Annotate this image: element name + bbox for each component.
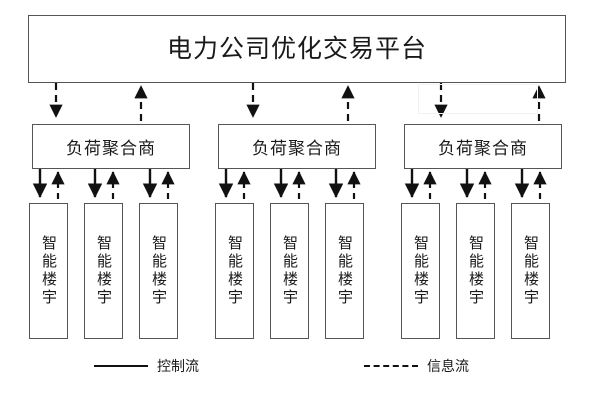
building-label-2: 智能楼宇 [150,235,168,307]
building-label-8: 智能楼宇 [522,235,540,307]
building-label-0: 智能楼宇 [40,235,58,307]
dashed-line-icon [364,365,418,367]
aggregator-label-2: 负荷聚合商 [438,139,528,159]
building-label-6: 智能楼宇 [412,235,430,307]
building-label-7: 智能楼宇 [467,235,485,307]
building-box-0[interactable]: 智能楼宇 [29,203,68,339]
aggregator-box-0[interactable]: 负荷聚合商 [32,124,190,169]
aggregator-label-0: 负荷聚合商 [66,139,156,159]
building-box-7[interactable]: 智能楼宇 [456,203,495,339]
legend-label-control-flow: 控制流 [157,359,199,375]
building-box-8[interactable]: 智能楼宇 [511,203,550,339]
building-box-5[interactable]: 智能楼宇 [325,203,364,339]
platform-box[interactable]: 电力公司优化交易平台 [28,15,566,83]
aggregator-box-2[interactable]: 负荷聚合商 [404,124,562,169]
building-label-4: 智能楼宇 [281,235,299,307]
legend: 控制流 信息流 [0,356,600,386]
building-box-2[interactable]: 智能楼宇 [139,203,178,339]
aggregator-box-1[interactable]: 负荷聚合商 [218,124,376,169]
building-box-6[interactable]: 智能楼宇 [401,203,440,339]
legend-item-control-flow: 控制流 [94,356,199,376]
building-label-3: 智能楼宇 [226,235,244,307]
platform-label: 电力公司优化交易平台 [166,34,427,64]
building-box-3[interactable]: 智能楼宇 [215,203,254,339]
legend-item-information-flow: 信息流 [364,356,469,376]
legend-label-information-flow: 信息流 [427,359,469,375]
aggregator-label-1: 负荷聚合商 [252,139,342,159]
building-label-5: 智能楼宇 [336,235,354,307]
solid-line-icon [94,365,148,367]
building-label-1: 智能楼宇 [95,235,113,307]
building-box-4[interactable]: 智能楼宇 [270,203,309,339]
building-box-1[interactable]: 智能楼宇 [84,203,123,339]
